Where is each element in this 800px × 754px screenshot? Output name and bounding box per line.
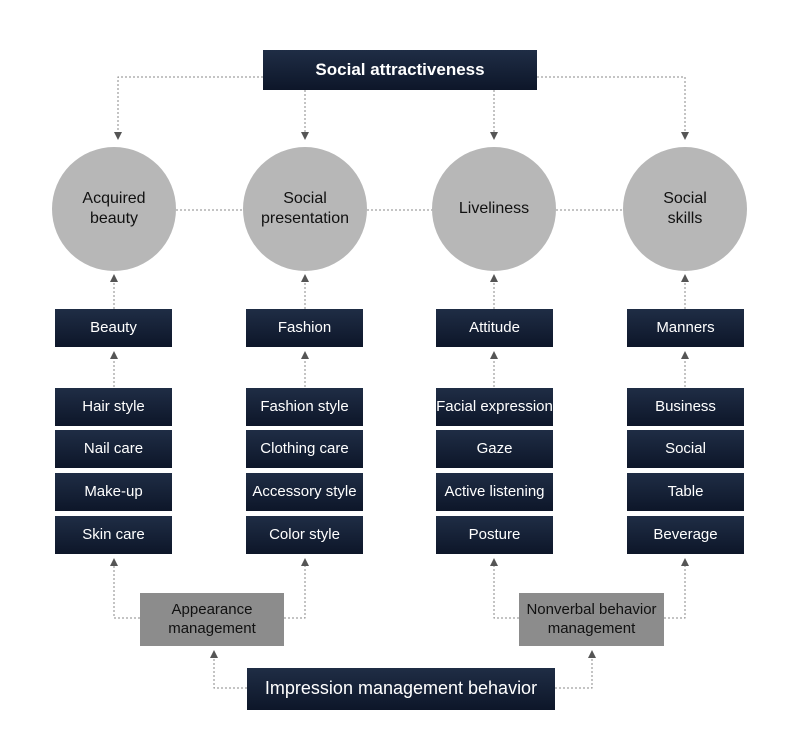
item-active-listening: Active listening <box>436 473 553 511</box>
arrow-appearance-to-beauty-items <box>110 558 140 619</box>
item-fashion-style: Fashion style <box>246 388 363 426</box>
item-color-style: Color style <box>246 516 363 554</box>
social-attractiveness-title: Social attractiveness <box>263 50 537 90</box>
item-posture: Posture <box>436 516 553 554</box>
item-accessory-style: Accessory style <box>246 473 363 511</box>
item-business: Business <box>627 388 744 426</box>
item-skin-care: Skin care <box>55 516 172 554</box>
item-nail-care: Nail care <box>55 430 172 468</box>
item-make-up: Make-up <box>55 473 172 511</box>
item-hair-style: Hair style <box>55 388 172 426</box>
liveliness-circle: Liveliness <box>432 147 556 271</box>
item-clothing-care: Clothing care <box>246 430 363 468</box>
appearance-management-box: Appearance management <box>140 593 284 646</box>
social-skills-circle: Social skills <box>623 147 747 271</box>
item-social: Social <box>627 430 744 468</box>
item-beverage: Beverage <box>627 516 744 554</box>
arrow-behavior-to-nonverbal <box>555 650 596 689</box>
category-manners: Manners <box>627 309 744 347</box>
arrow-nonverbal-to-manners-items <box>664 558 689 619</box>
category-fashion: Fashion <box>246 309 363 347</box>
arrow-nonverbal-to-attitude-items <box>490 558 519 619</box>
impression-management-behavior-title: Impression management behavior <box>247 668 555 710</box>
social-presentation-circle: Social presentation <box>243 147 367 271</box>
nonverbal-behavior-management-box: Nonverbal behavior management <box>519 593 664 646</box>
arrow-appearance-to-fashion-items <box>284 558 309 619</box>
arrow-behavior-to-appearance <box>210 650 247 689</box>
arrow-title-to-social-skills <box>537 76 689 140</box>
arrow-title-to-acquired-beauty <box>114 76 263 140</box>
item-facial-expression: Facial expression <box>436 388 553 426</box>
item-table: Table <box>627 473 744 511</box>
acquired-beauty-circle: Acquired beauty <box>52 147 176 271</box>
category-attitude: Attitude <box>436 309 553 347</box>
item-gaze: Gaze <box>436 430 553 468</box>
category-beauty: Beauty <box>55 309 172 347</box>
